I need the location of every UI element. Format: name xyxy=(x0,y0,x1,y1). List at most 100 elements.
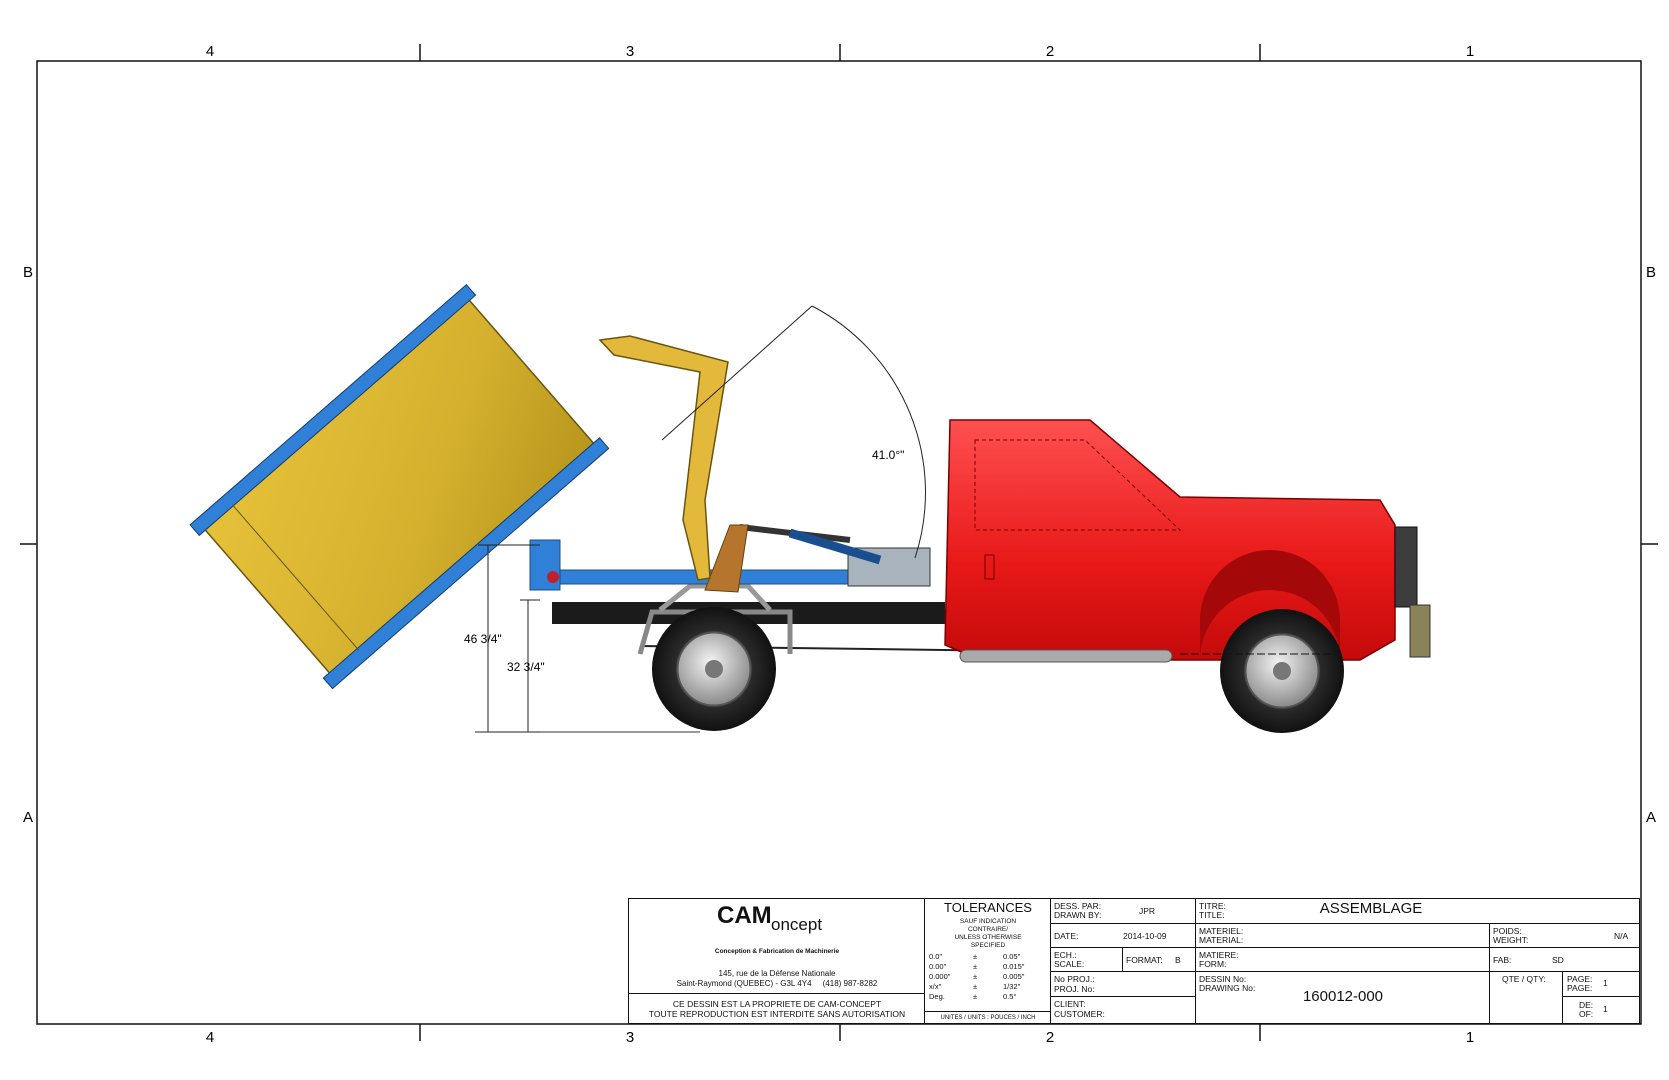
title-block: CAM oncept Conception & Fabrication de M… xyxy=(628,898,1640,1024)
client-label: CLIENT: xyxy=(1054,999,1086,1009)
company-logo: CAM oncept xyxy=(717,902,857,949)
tolerance-value: 0.005" xyxy=(1003,972,1025,981)
drawing-title: ASSEMBLAGE xyxy=(1319,900,1423,917)
tolerance-format: Deg. xyxy=(929,992,945,1001)
of-cell: DE: OF: 1 xyxy=(1563,997,1639,1023)
tolerances-title: TOLERANCES xyxy=(944,900,1032,915)
customer-label: CUSTOMER: xyxy=(1054,1009,1105,1019)
project-cell: No PROJ.: PROJ. No: xyxy=(1051,972,1196,997)
drawing-number-cell: DESSIN No: DRAWING No: 160012-000 xyxy=(1196,972,1490,1023)
zone-top-2: 2 xyxy=(1046,43,1054,60)
material-label-fr: MATERIEL: xyxy=(1199,926,1244,936)
form-label-en: FORM: xyxy=(1199,959,1227,969)
project-label-fr: No PROJ.: xyxy=(1054,974,1095,984)
tolerances-note-4: SPECIFIED xyxy=(970,942,1006,949)
company-tagline: Conception & Fabrication de Machinerie xyxy=(714,948,840,955)
tolerance-row: 0.00" ±0.015" xyxy=(929,962,1047,972)
height-dimension-2: 32 3/4" xyxy=(507,660,545,674)
tolerance-format: 0.0" xyxy=(929,952,943,961)
zone-top-3: 3 xyxy=(626,43,634,60)
client-cell: CLIENT: CUSTOMER: xyxy=(1051,997,1196,1023)
format-cell: FORMAT: B xyxy=(1123,948,1196,972)
tolerance-rows: 0.0"±0.05" 0.00"±0.015" 0.000"±0.005" x/… xyxy=(929,952,1047,1002)
reproduction-notice: TOUTE REPRODUCTION EST INTERDITE SANS AU… xyxy=(648,1009,906,1019)
company-address-2: Saint-Raymond (QUEBEC) - G3L 4Y4 (418) 9… xyxy=(676,979,878,988)
weight-value: N/A xyxy=(1614,931,1629,941)
form-label-fr: MATIERE: xyxy=(1199,950,1239,960)
tolerance-value: 0.015" xyxy=(1003,962,1025,971)
tolerance-row: 0.0"±0.05" xyxy=(929,952,1047,962)
border-frame xyxy=(36,60,1642,1025)
date-label: DATE: xyxy=(1054,931,1079,941)
of-label-fr: DE: xyxy=(1579,1000,1594,1010)
title-cell: TITRE: TITLE: ASSEMBLAGE xyxy=(1196,899,1639,924)
drawn-by-label-en: DRAWN BY: xyxy=(1054,910,1102,920)
weight-label-fr: POIDS: xyxy=(1493,926,1522,936)
truck-cab xyxy=(944,419,1396,661)
zone-bottom-1: 1 xyxy=(1466,1029,1474,1046)
tolerance-row: x/x"±1/32" xyxy=(929,982,1047,992)
tolerance-format: 0.000" xyxy=(929,972,951,981)
title-label-en: TITLE: xyxy=(1199,910,1225,920)
tolerance-sign: ± xyxy=(973,982,978,991)
weight-label-en: WEIGHT: xyxy=(1493,935,1529,945)
tolerance-format: 0.00" xyxy=(929,962,947,971)
zone-left-a: A xyxy=(23,809,33,826)
zone-top-4: 4 xyxy=(206,43,214,60)
property-notice: CE DESSIN EST LA PROPRIETE DE CAM-CONCEP… xyxy=(672,999,882,1009)
tolerance-value: 0.5° xyxy=(1003,992,1017,1001)
of-label-en: OF: xyxy=(1579,1009,1594,1019)
tolerance-format: x/x" xyxy=(929,982,942,991)
company-address-1: 145, rue de la Défense Nationale xyxy=(718,969,836,978)
page-value: 1 xyxy=(1603,978,1608,988)
units-label: UNITES / UNITS : POUCES / INCH xyxy=(925,1011,1051,1023)
zone-bottom-2: 2 xyxy=(1046,1029,1054,1046)
tolerances-note-3: UNLESS OTHERWISE xyxy=(954,934,1022,941)
date-cell: DATE: 2014-10-09 xyxy=(1051,924,1196,948)
logo-cam-text: CAM xyxy=(717,902,772,929)
tolerance-row: 0.000" ±0.005" xyxy=(929,972,1047,982)
tolerances-note-1: SAUF INDICATION xyxy=(959,918,1017,925)
quantity-cell: QTE / QTY: xyxy=(1490,972,1563,1023)
scale-label-fr: ECH.: xyxy=(1054,950,1077,960)
zone-right-a: A xyxy=(1646,809,1656,826)
material-label-en: MATERIAL: xyxy=(1199,935,1244,945)
hook-arm xyxy=(598,335,729,581)
truck-illustration xyxy=(189,283,1431,733)
tolerances-note-2: CONTRAIRE/ xyxy=(967,926,1009,933)
form-cell: MATIERE: FORM: xyxy=(1196,948,1490,972)
zone-top-1: 1 xyxy=(1466,43,1474,60)
drawing-number: 160012-000 xyxy=(1302,988,1384,1005)
page-cell: PAGE: PAGE: 1 xyxy=(1563,972,1639,997)
fab-value: SD xyxy=(1552,955,1564,965)
format-label: FORMAT: xyxy=(1126,955,1163,965)
format-value: B xyxy=(1175,955,1181,965)
of-value: 1 xyxy=(1603,1004,1608,1014)
tolerance-sign: ± xyxy=(973,992,978,1001)
tolerance-row: Deg. ±0.5° xyxy=(929,992,1047,1002)
page-label-en: PAGE: xyxy=(1567,983,1593,993)
dimension-annotations: 41.0°" 46 3/4" 32 3/4" xyxy=(464,305,926,733)
tolerance-sign: ± xyxy=(973,962,978,971)
notice-section: CE DESSIN EST LA PROPRIETE DE CAM-CONCEP… xyxy=(629,993,925,1023)
drawn-by-value: JPR xyxy=(1139,906,1156,916)
zone-right-b: B xyxy=(1646,264,1656,281)
drawing-label-en: DRAWING No: xyxy=(1199,983,1256,993)
material-cell: MATERIEL: MATERIAL: xyxy=(1196,924,1490,948)
tolerance-sign: ± xyxy=(973,952,978,961)
fab-cell: FAB: SD xyxy=(1490,948,1639,972)
weight-cell: POIDS: WEIGHT: N/A xyxy=(1490,924,1639,948)
scale-label-en: SCALE: xyxy=(1054,959,1085,969)
drawn-by-label-fr: DESS. PAR: xyxy=(1054,901,1102,911)
drawn-by-cell: DESS. PAR: DRAWN BY: JPR xyxy=(1051,899,1196,924)
tolerances-section: TOLERANCES SAUF INDICATION CONTRAIRE/ UN… xyxy=(925,899,1051,1023)
tolerance-sign: ± xyxy=(973,972,978,981)
company-section: CAM oncept Conception & Fabrication de M… xyxy=(629,899,925,993)
scale-cell: ECH.: SCALE: xyxy=(1051,948,1123,972)
page-label-fr: PAGE: xyxy=(1567,974,1593,984)
quantity-label: QTE / QTY: xyxy=(1502,974,1546,984)
date-value: 2014-10-09 xyxy=(1123,931,1167,941)
zone-left-b: B xyxy=(23,264,33,281)
zone-bottom-4: 4 xyxy=(206,1029,214,1046)
